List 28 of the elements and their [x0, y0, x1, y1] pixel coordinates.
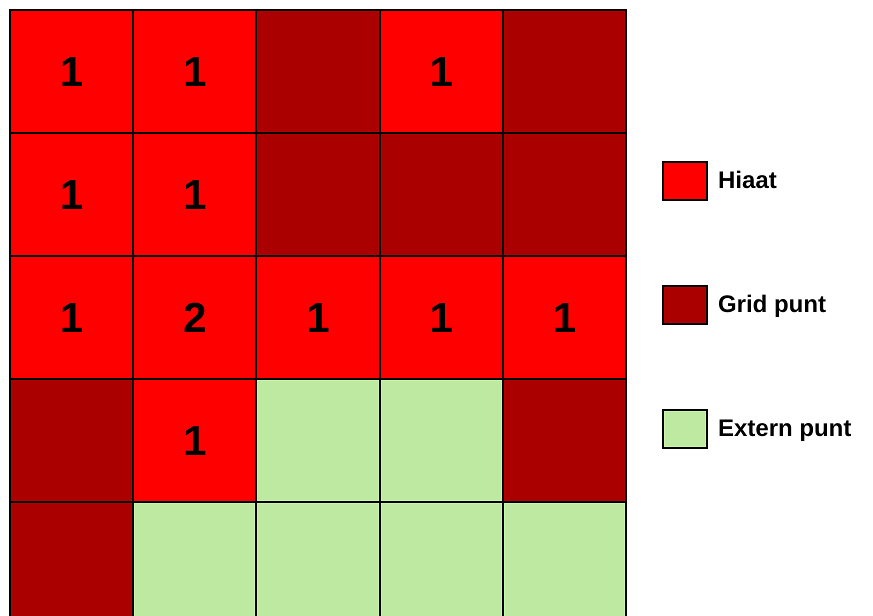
grid-cell: 1 [255, 255, 381, 380]
grid-cell: 1 [9, 9, 134, 134]
grid-cell [378, 378, 504, 503]
grid-cell [255, 501, 381, 616]
grid-cell [502, 132, 627, 257]
grid-cell: 2 [132, 255, 258, 380]
grid-cell [9, 501, 134, 616]
grid-cell: 1 [9, 132, 134, 257]
grid-cell: 1 [502, 255, 627, 380]
grid-cell: 1 [378, 255, 504, 380]
legend-label: Extern punt [718, 414, 852, 444]
grid-cell [9, 378, 134, 503]
grid-cell [378, 501, 504, 616]
grid-cell [132, 501, 258, 616]
grid-cell: 1 [132, 9, 258, 134]
grid-cell [255, 132, 381, 257]
grid-cell [255, 9, 381, 134]
grid-cell: 1 [132, 378, 258, 503]
grid-cell [255, 378, 381, 503]
grid-cell: 1 [9, 255, 134, 380]
grid-cell: 1 [132, 132, 258, 257]
grid-cell [502, 378, 627, 503]
grid-cell [502, 501, 627, 616]
grid-cell: 1 [378, 9, 504, 134]
grid-cell [502, 9, 627, 134]
legend-label: Hiaat [718, 166, 777, 196]
legend-label: Grid punt [718, 290, 826, 320]
grid-cell [378, 132, 504, 257]
